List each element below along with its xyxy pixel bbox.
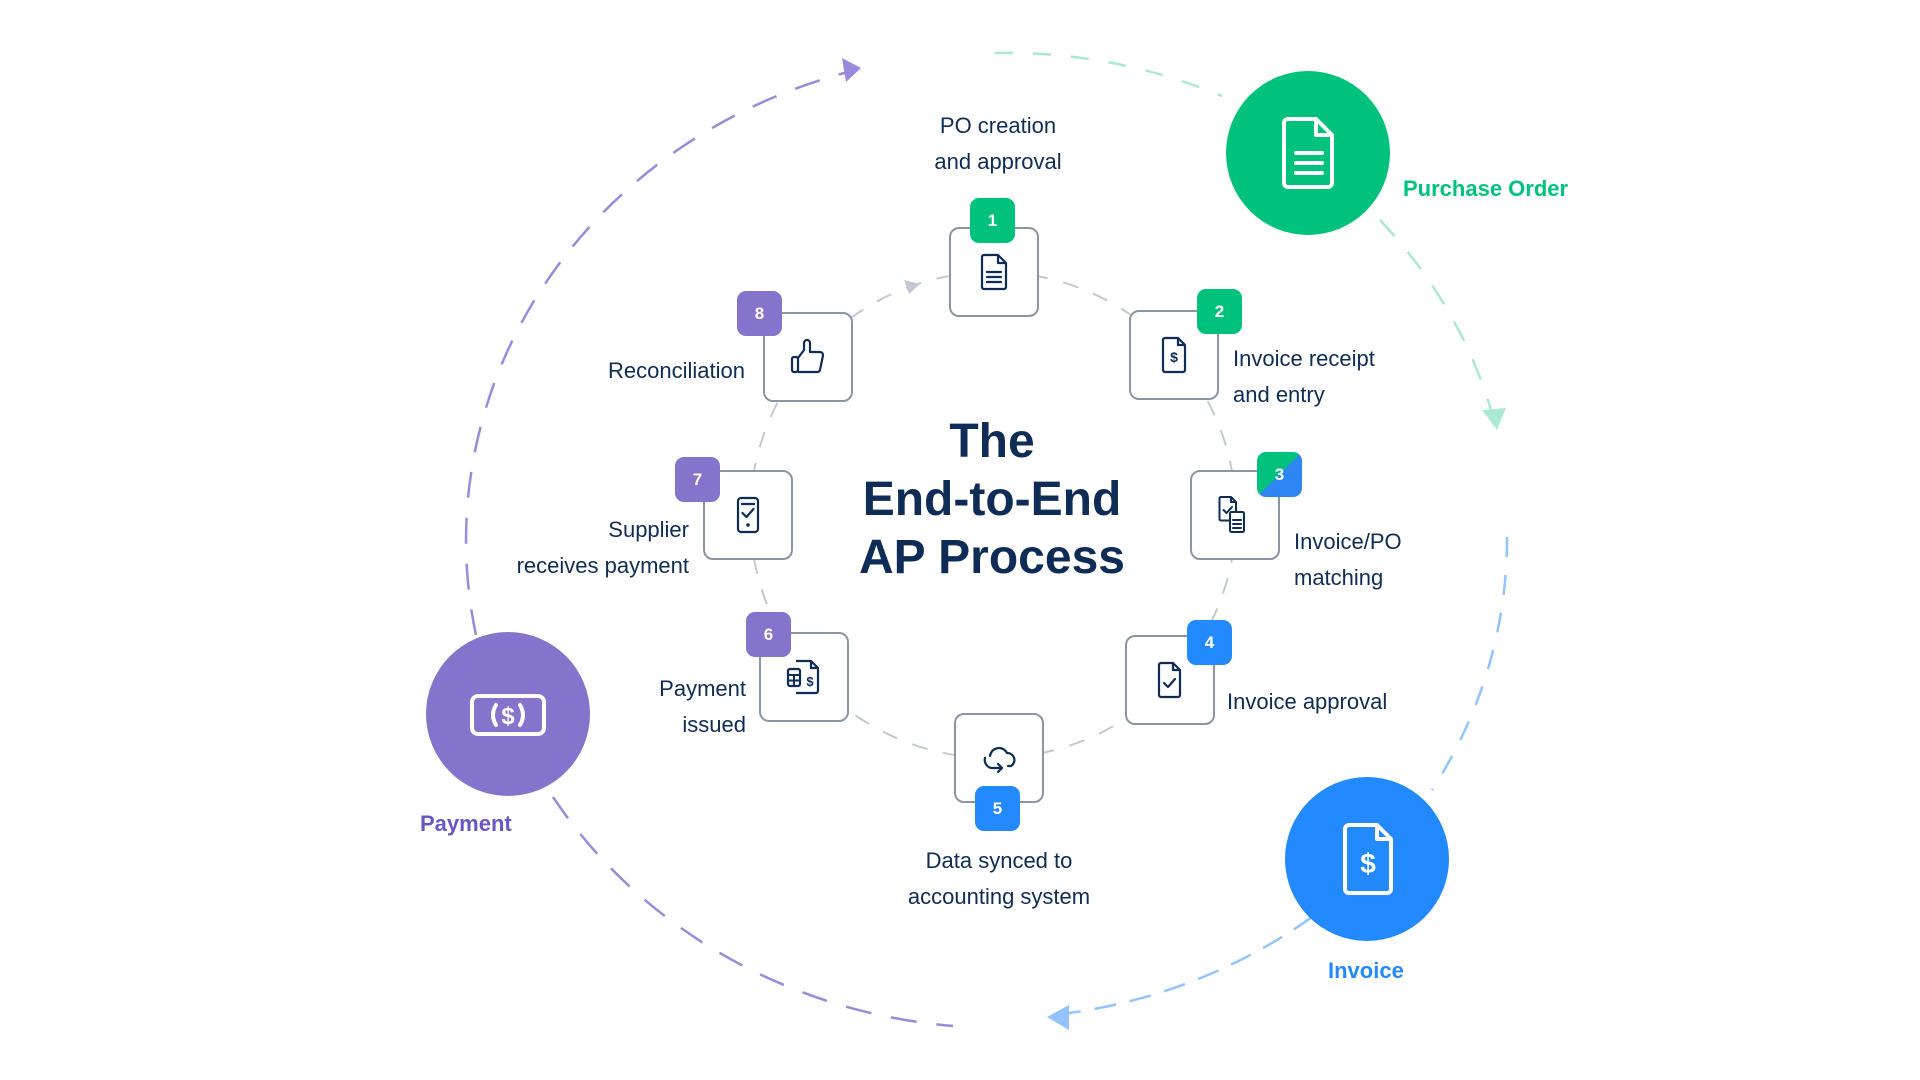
svg-text:$: $ — [501, 703, 515, 730]
svg-text:$: $ — [1360, 848, 1376, 879]
page-title: The End-to-End AP Process — [859, 415, 1125, 584]
phone-check-icon — [736, 496, 760, 534]
step-2-badge: 2 — [1197, 289, 1242, 334]
step-4-box — [1125, 635, 1215, 725]
step-7-label: Supplier receives payment — [516, 517, 689, 578]
svg-text:$: $ — [806, 674, 814, 689]
thumbs-up-icon — [790, 338, 825, 374]
payment-to-po-arc — [464, 67, 857, 636]
purchase-order-stage — [1226, 71, 1390, 235]
step-5-badge: 5 — [975, 786, 1020, 831]
step-4-badge: 4 — [1187, 620, 1232, 665]
step-3-label: Invoice/PO matching — [1294, 529, 1402, 590]
po-to-invoice-arc-top — [994, 51, 1223, 98]
invoice-stage: $ — [1285, 777, 1449, 941]
step-5-label: Data synced to accounting system — [907, 848, 1091, 909]
calculator-invoice-icon: $ — [786, 659, 820, 695]
invoice-to-payment-arrowhead — [1047, 1005, 1069, 1030]
step-3-badge: 3 — [1257, 452, 1302, 497]
payment-to-po-arrowhead — [842, 58, 861, 82]
invoice-dollar-icon: $ — [1161, 336, 1187, 374]
step-4-label: Invoice approval — [1227, 689, 1388, 714]
po-to-invoice-arrowhead — [1482, 408, 1506, 430]
invoice-to-payment-arc-top — [1430, 536, 1509, 791]
document-lines-icon — [1282, 117, 1334, 189]
step8-to-step1-arrowhead — [904, 280, 920, 294]
payment-label: Payment — [420, 811, 512, 836]
purchase-order-label: Purchase Order — [1403, 176, 1569, 201]
document-match-icon — [1218, 496, 1245, 533]
step-8-badge: 8 — [737, 291, 782, 336]
step-8-label: Reconciliation — [608, 358, 745, 383]
step-7-badge: 7 — [675, 457, 720, 502]
step-2-label: Invoice receipt and entry — [1233, 346, 1375, 407]
step-1-badge: 1 — [970, 198, 1015, 243]
svg-text:$: $ — [1170, 349, 1178, 365]
cloud-sync-icon — [983, 746, 1016, 774]
po-to-invoice-arc — [1379, 219, 1496, 421]
step-1-label: PO creation and approval — [934, 113, 1062, 174]
step-6-badge: 6 — [746, 612, 791, 657]
invoice-dollar-icon: $ — [1343, 823, 1393, 895]
invoice-label: Invoice — [1328, 958, 1404, 983]
cash-bill-icon: $ — [470, 694, 546, 736]
payment-bottom-arc — [551, 796, 954, 1028]
invoice-to-payment-arc — [1061, 915, 1313, 1016]
document-lines-icon — [980, 253, 1008, 291]
payment-stage: $ — [426, 632, 590, 796]
step-6-label: Payment issued — [659, 676, 746, 737]
document-check-icon — [1157, 661, 1182, 699]
